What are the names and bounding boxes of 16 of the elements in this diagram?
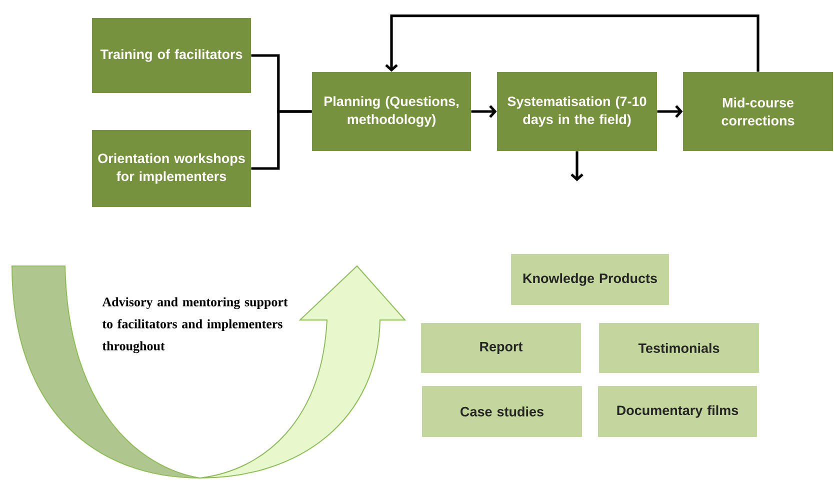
process-box: Mid-course corrections (683, 72, 833, 151)
arrow (471, 105, 497, 118)
product-box: Report (421, 323, 581, 373)
product-box: Testimonials (599, 323, 759, 373)
process-box: Training of facilitators (92, 18, 251, 93)
product-box: Case studies (422, 386, 582, 437)
product-box: Documentary films (598, 386, 757, 437)
arrow (657, 105, 683, 118)
process-box: Systematisation (7-10 days in the field) (497, 72, 657, 151)
arrow (570, 151, 584, 182)
process-box: Planning (Questions, methodology) (312, 72, 471, 151)
product-box: Knowledge Products (511, 254, 669, 305)
arrow (385, 14, 760, 72)
support-text: Advisory and mentoring support to facilitators and implementers throughout (102, 297, 288, 354)
process-box: Orientation workshops for implementers (92, 130, 251, 207)
connector-line (251, 110, 312, 170)
